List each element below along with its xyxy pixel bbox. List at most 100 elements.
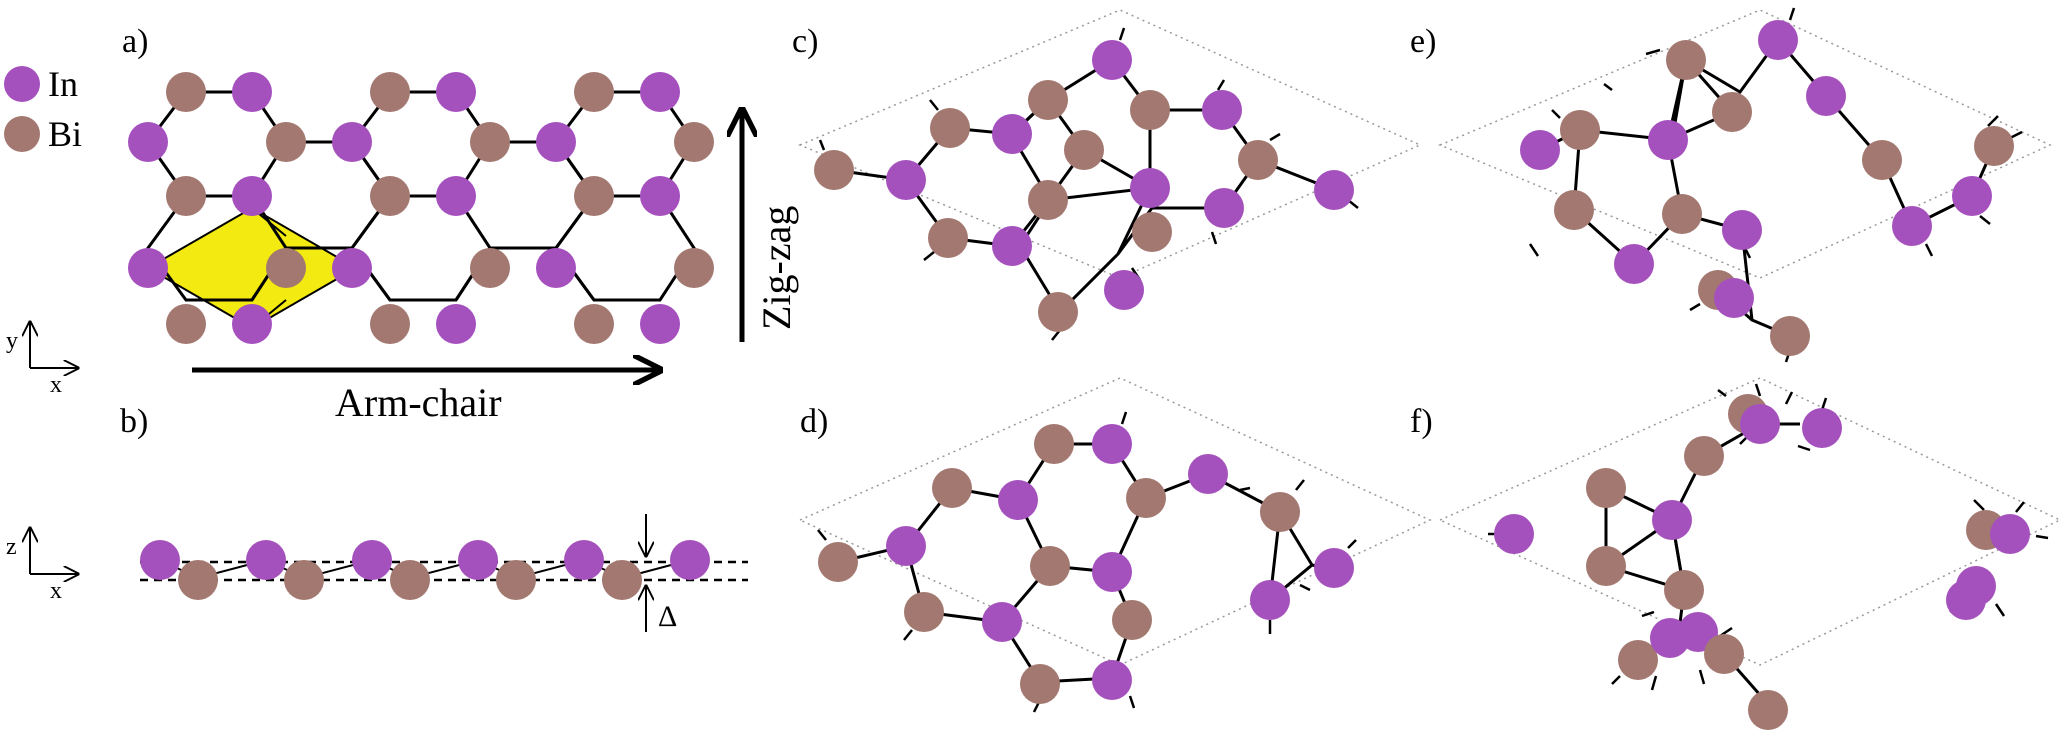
- legend: In Bi: [4, 64, 82, 154]
- bi-atom: [1712, 92, 1752, 132]
- bi-atom: [674, 248, 714, 288]
- in-atom: [436, 304, 476, 344]
- bi-atom: [1034, 424, 1074, 464]
- bi-atom: [470, 122, 510, 162]
- in-atom: [1990, 514, 2030, 554]
- bi-atom: [1020, 664, 1060, 704]
- bi-atom: [1112, 600, 1152, 640]
- in-atom: [640, 72, 680, 112]
- in-atom: [1494, 514, 1534, 554]
- cell-outline: [798, 377, 1432, 666]
- in-atom: [1652, 500, 1692, 540]
- in-atom: [140, 540, 180, 580]
- in-atom: [1614, 244, 1654, 284]
- bi-atom: [166, 304, 206, 344]
- bi-atom: [496, 560, 536, 600]
- bi-atom: [266, 248, 306, 288]
- bi-atom: [370, 72, 410, 112]
- in-atom: [1648, 120, 1688, 160]
- panel-label-e: e): [1410, 23, 1436, 60]
- in-atom: [640, 304, 680, 344]
- zigzag-label: Zig-zag: [754, 206, 799, 330]
- bi-atom: [602, 560, 642, 600]
- bi-atom: [574, 72, 614, 112]
- bi-atom: [818, 542, 858, 582]
- panel-a-honeycomb: Arm-chair Zig-zag: [128, 72, 799, 425]
- panel-label-b: b): [120, 403, 148, 440]
- bi-atom: [1030, 546, 1070, 586]
- in-atom: [1952, 176, 1992, 216]
- stubs: [1528, 7, 2023, 363]
- in-atom: [1250, 580, 1290, 620]
- legend-bi-label: Bi: [48, 114, 82, 154]
- panel-label-c: c): [792, 23, 818, 60]
- in-atom: [1802, 408, 1842, 448]
- in-atom: [1104, 270, 1144, 310]
- bi-atom: [1260, 492, 1300, 532]
- in-atom: [128, 248, 168, 288]
- in-atom: [1892, 206, 1932, 246]
- bi-atom: [1748, 690, 1788, 730]
- in-atom: [246, 540, 286, 580]
- in-atom: [332, 248, 372, 288]
- in-atom: [352, 540, 392, 580]
- bi-atom: [370, 304, 410, 344]
- in-atom: [436, 176, 476, 216]
- panel-d-structure: [798, 377, 1432, 713]
- in-atom: [640, 176, 680, 216]
- bi-atom: [1862, 140, 1902, 180]
- panel-b-sideview: Δ: [140, 514, 748, 633]
- in-atom: [232, 304, 272, 344]
- in-atom: [670, 540, 710, 580]
- bi-atom: [930, 108, 970, 148]
- in-atom: [1722, 210, 1762, 250]
- bi-atom: [266, 122, 306, 162]
- in-atom: [1130, 168, 1170, 208]
- bi-atom: [1770, 316, 1810, 356]
- bi-atom: [904, 592, 944, 632]
- panel-f-structure: [1438, 377, 2062, 730]
- bi-atom: [370, 176, 410, 216]
- bi-atom: [574, 176, 614, 216]
- bi-atom: [1974, 126, 2014, 166]
- bi-atom: [1028, 180, 1068, 220]
- delta-label: Δ: [658, 600, 677, 633]
- in-atom: [536, 248, 576, 288]
- bi-atom: [574, 304, 614, 344]
- bi-atom: [178, 560, 218, 600]
- bi-atom: [284, 560, 324, 600]
- bi-atom: [1064, 130, 1104, 170]
- in-atom: [992, 114, 1032, 154]
- bi-atom: [390, 560, 430, 600]
- in-atom: [982, 602, 1022, 642]
- axes-xz: [30, 528, 78, 574]
- bi-atom: [1038, 292, 1078, 332]
- bi-atom: [1130, 90, 1170, 130]
- legend-in-swatch: [4, 66, 40, 102]
- axis-x-label: x: [50, 372, 62, 398]
- panel-c-structure: [798, 9, 1422, 341]
- in-atom: [1314, 548, 1354, 588]
- in-atom: [436, 72, 476, 112]
- bi-atom: [1238, 140, 1278, 180]
- axes-xy: [30, 322, 78, 368]
- honeycomb-atoms: [128, 72, 714, 344]
- bi-atom: [1126, 478, 1166, 518]
- in-atom: [886, 526, 926, 566]
- bi-atom: [1666, 40, 1706, 80]
- legend-bi-swatch: [4, 116, 40, 152]
- armchair-label: Arm-chair: [335, 380, 502, 425]
- bi-atom: [932, 468, 972, 508]
- bi-atom: [1560, 110, 1600, 150]
- bi-atom: [1664, 570, 1704, 610]
- axis-x2-label: x: [50, 578, 62, 604]
- panel-label-f: f): [1410, 403, 1433, 440]
- in-atom: [1758, 20, 1798, 60]
- in-atom: [1520, 130, 1560, 170]
- panel-e-structure: [1438, 7, 2052, 363]
- bi-atom: [1684, 436, 1724, 476]
- axis-y-label: y: [6, 328, 18, 354]
- bi-atom: [1586, 546, 1626, 586]
- bi-atom: [1028, 80, 1068, 120]
- in-atom: [1092, 424, 1132, 464]
